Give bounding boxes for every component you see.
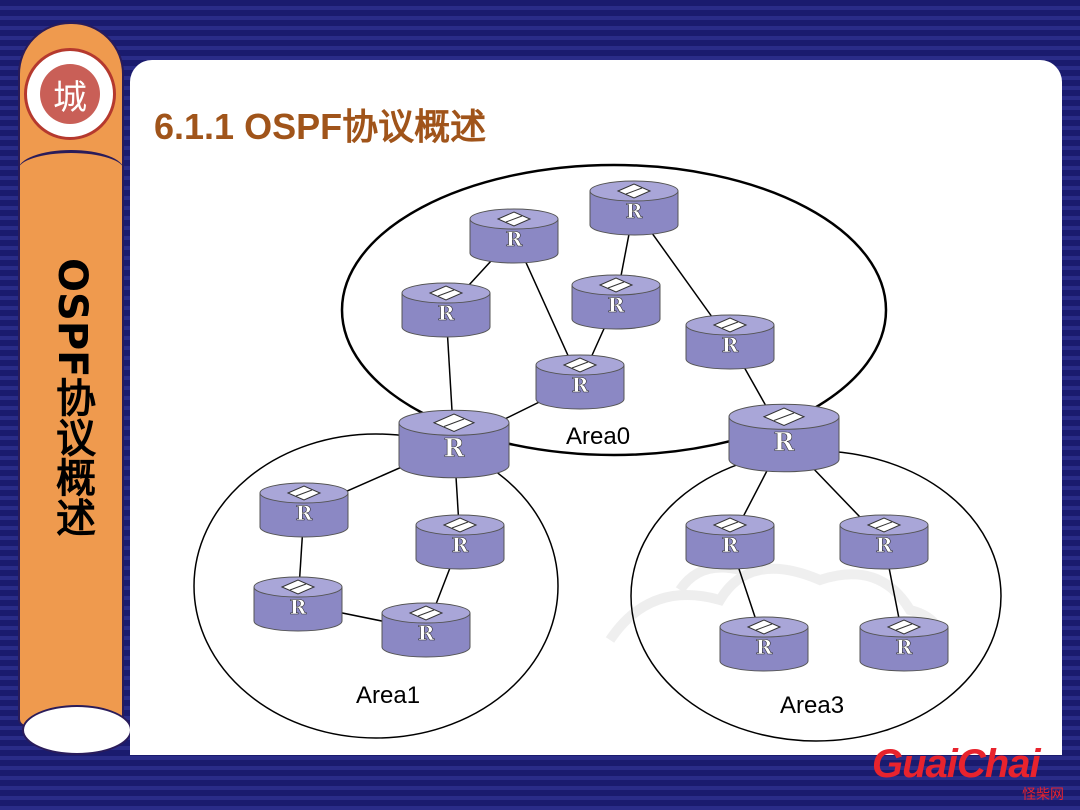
- router-label: R: [774, 428, 795, 457]
- router-label: R: [418, 621, 435, 645]
- router-label: R: [876, 533, 893, 557]
- router-a1r2: R: [416, 515, 504, 569]
- router-a0r6: R: [536, 355, 624, 409]
- router-a1r3: R: [254, 577, 342, 631]
- router-a0r4: R: [572, 275, 660, 329]
- router-label: R: [896, 635, 913, 659]
- area3-label: Area3: [780, 692, 844, 719]
- router-label: R: [722, 533, 739, 557]
- router-a3r1: R: [686, 515, 774, 569]
- router-label: R: [608, 293, 625, 317]
- router-label: R: [506, 227, 523, 251]
- router-a1r1: R: [260, 483, 348, 537]
- router-label: R: [626, 199, 643, 223]
- router-a1r4: R: [382, 603, 470, 657]
- brand-text: GuaiChai: [872, 742, 1040, 786]
- router-a3r3: R: [720, 617, 808, 671]
- router-a3r4: R: [860, 617, 948, 671]
- area1-label: Area1: [356, 682, 420, 709]
- brand-subtext: 怪柴网: [1022, 784, 1064, 804]
- router-label: R: [756, 635, 773, 659]
- router-abr3: R: [729, 404, 839, 471]
- router-label: R: [722, 333, 739, 357]
- router-a0r2: R: [470, 209, 558, 263]
- router-label: R: [290, 595, 307, 619]
- guaichai-watermark-logo: GuaiChai 怪柴网: [872, 742, 1072, 804]
- router-abr1: R: [399, 410, 509, 477]
- router-label: R: [296, 501, 313, 525]
- router-a0r5: R: [686, 315, 774, 369]
- router-label: R: [444, 434, 465, 463]
- router-label: R: [572, 373, 589, 397]
- router-label: R: [452, 533, 469, 557]
- router-a0r1: R: [402, 283, 490, 337]
- router-label: R: [438, 301, 455, 325]
- router-a0r3: R: [590, 181, 678, 235]
- router-a3r2: R: [840, 515, 928, 569]
- area0-label: Area0: [566, 423, 630, 450]
